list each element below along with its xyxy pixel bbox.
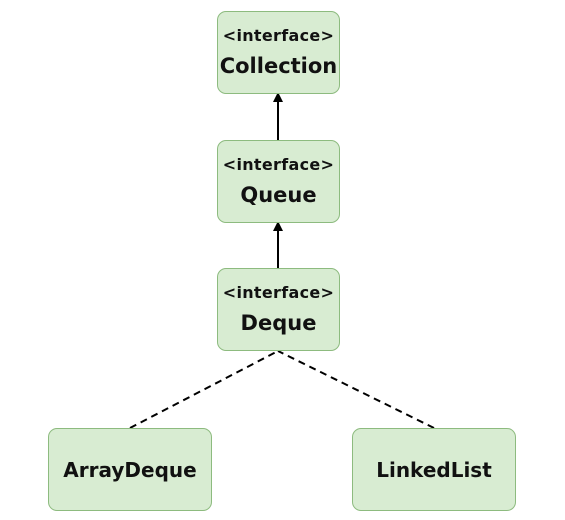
edge-linkedlist-to-deque	[277, 350, 435, 429]
stereotype-label: <interface>	[222, 154, 335, 174]
class-name: ArrayDeque	[63, 457, 197, 482]
stereotype-label: <interface>	[222, 282, 335, 302]
interface-name: Deque	[240, 310, 317, 335]
linkedlist-class-node: LinkedList	[352, 428, 516, 511]
deque-interface-node: <interface> Deque	[217, 268, 340, 351]
class-name: LinkedList	[376, 457, 492, 482]
arraydeque-class-node: ArrayDeque	[48, 428, 212, 511]
interface-name: Queue	[240, 182, 317, 207]
queue-interface-node: <interface> Queue	[217, 140, 340, 223]
stereotype-label: <interface>	[222, 25, 335, 45]
collection-interface-node: <interface> Collection	[217, 11, 340, 94]
interface-name: Collection	[219, 53, 338, 78]
edge-arraydeque-to-deque	[129, 350, 279, 429]
